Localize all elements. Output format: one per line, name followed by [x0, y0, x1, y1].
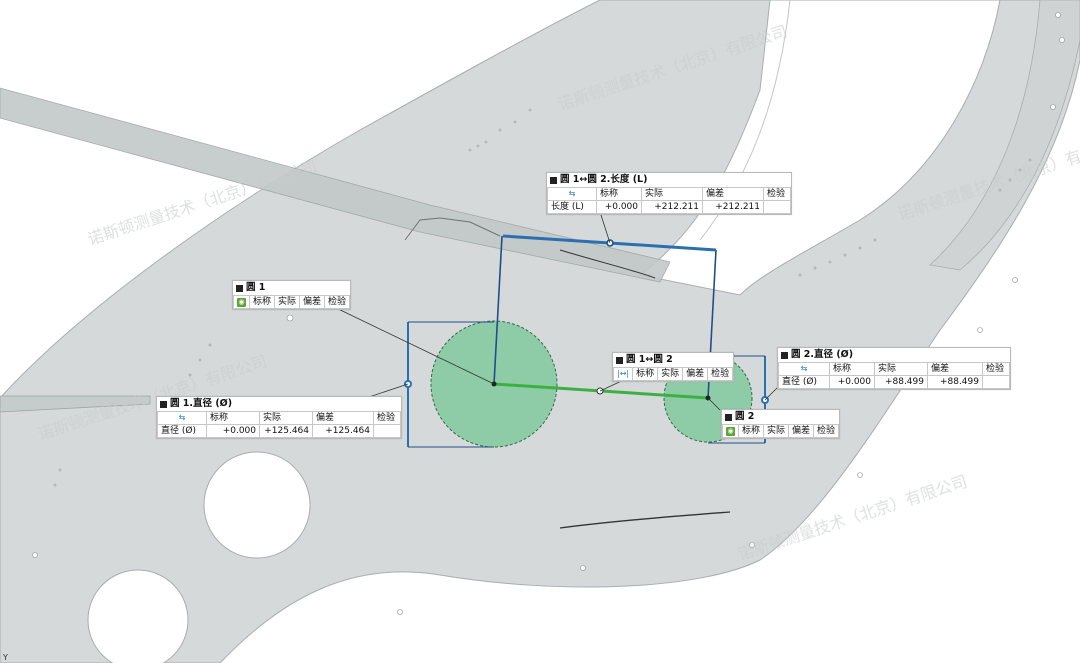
header-check: 检验: [813, 424, 840, 438]
circle-1-diameter-callout[interactable]: 圆 1.直径 (Ø) ⇆ 标称 实际 偏差 检验 直径 (Ø) +0.000 +…: [156, 396, 402, 439]
header-actual: 实际: [274, 295, 301, 309]
header-check: 检验: [324, 295, 351, 309]
nominal-value: +0.000: [829, 375, 875, 389]
large-hole-1: [203, 451, 311, 559]
row-label: 直径 (Ø): [157, 424, 207, 438]
perforation-pattern: [53, 108, 1032, 487]
actual-value: +88.499: [874, 375, 928, 389]
row-label: 直径 (Ø): [778, 375, 830, 389]
lower-rail: [0, 395, 151, 413]
circle-feature-icon: ◉: [722, 424, 739, 438]
header-actual: 实际: [259, 411, 313, 425]
header-deviation: 偏差: [927, 362, 983, 376]
right-flange: [929, 0, 1080, 271]
length-table: ⇆ 标称 实际 偏差 检验 长度 (L) +0.000 +212.211 +21…: [547, 187, 791, 214]
header-nominal: 标称: [829, 362, 875, 376]
header-check: 检验: [707, 367, 734, 381]
header-actual: 实际: [874, 362, 928, 376]
beam-notch: [404, 217, 501, 241]
callout-title: 圆 1↔圆 2: [626, 354, 673, 365]
cross-beam: [0, 87, 671, 283]
distance-callout[interactable]: 圆 1↔圆 2 |↔| 标称 实际 偏差 检验: [612, 352, 735, 382]
length-callout[interactable]: 圆 1↔圆 2.长度 (L) ⇆ 标称 实际 偏差 检验 长度 (L) +0.0…: [546, 172, 792, 215]
large-hole-2: [87, 569, 189, 663]
check-value: [982, 375, 1010, 389]
small-holes: [32, 12, 1065, 615]
nominal-value: +0.000: [596, 200, 642, 214]
header-nominal: 标称: [206, 411, 260, 425]
header-nominal: 标称: [248, 295, 276, 309]
deviation-value: +88.499: [927, 375, 983, 389]
callout-title: 圆 2.直径 (Ø): [791, 349, 854, 360]
header-actual: 实际: [657, 367, 684, 381]
header-check: 检验: [763, 187, 791, 201]
header-deviation: 偏差: [299, 295, 326, 309]
callout-title: 圆 1: [246, 282, 266, 293]
surface-edge-curve: [559, 511, 731, 529]
callout-title: 圆 1↔圆 2.长度 (L): [560, 174, 648, 185]
header-deviation: 偏差: [312, 411, 374, 425]
header-nominal: 标称: [596, 187, 642, 201]
circle-2-callout[interactable]: 圆 2 ◉ 标称 实际 偏差 检验: [721, 409, 841, 439]
dimension-icon: ⇆: [547, 187, 597, 201]
circle-1-callout[interactable]: 圆 1 ◉ 标称 实际 偏差 检验: [232, 280, 352, 310]
header-actual: 实际: [763, 424, 790, 438]
header-nominal: 标称: [632, 367, 659, 381]
callout-title: 圆 1.直径 (Ø): [170, 398, 233, 409]
check-value: [373, 424, 401, 438]
nominal-value: +0.000: [206, 424, 260, 438]
dimension-icon: ⇆: [157, 411, 207, 425]
circle-feature-icon: ◉: [233, 295, 250, 309]
row-label: 长度 (L): [547, 200, 597, 214]
axis-label: Y: [2, 653, 8, 662]
header-deviation: 偏差: [788, 424, 815, 438]
deviation-value: +125.464: [312, 424, 374, 438]
actual-value: +212.211: [641, 200, 703, 214]
distance-icon: |↔|: [612, 367, 634, 381]
header-actual: 实际: [641, 187, 703, 201]
header-deviation: 偏差: [702, 187, 764, 201]
deviation-value: +212.211: [702, 200, 764, 214]
header-deviation: 偏差: [682, 367, 709, 381]
circle-2-diameter-callout[interactable]: 圆 2.直径 (Ø) ⇆ 标称 实际 偏差 检验 直径 (Ø) +0.000 +…: [777, 347, 1011, 390]
header-check: 检验: [373, 411, 401, 425]
header-nominal: 标称: [737, 424, 765, 438]
dimension-icon: ⇆: [778, 362, 830, 376]
surface-edge-curve-2: [559, 249, 656, 279]
header-check: 检验: [982, 362, 1010, 376]
actual-value: +125.464: [259, 424, 313, 438]
callout-title: 圆 2: [735, 411, 755, 422]
check-value: [763, 200, 791, 214]
